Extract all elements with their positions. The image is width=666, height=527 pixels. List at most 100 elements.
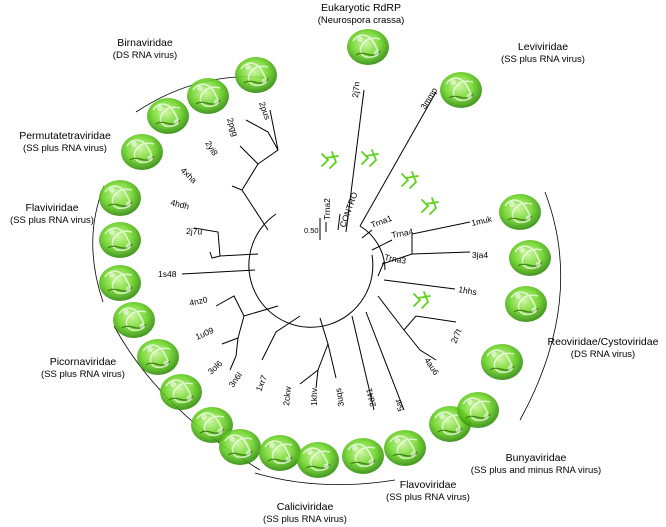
picornaviridae-structure-3 — [159, 373, 203, 411]
family-permutatetraviridae-sub: (SS plus RNA virus) — [23, 143, 107, 154]
branch-1hhs — [383, 279, 456, 290]
branch-2j7n — [345, 89, 365, 233]
leaf-4hdh: 4hdh — [170, 197, 191, 211]
branch-trna4 — [371, 239, 393, 251]
family-bunyaviridae-sub: (SS plus and minus RNA virus) — [471, 465, 601, 476]
branch-contro — [337, 213, 341, 231]
reoviridae-structure-2 — [508, 239, 552, 277]
control-structure-5 — [413, 291, 431, 309]
scale-label: 0.50 — [304, 226, 319, 235]
control-structure-4 — [421, 197, 439, 215]
leaf-2ckw: 2ckw — [281, 385, 293, 406]
reoviridae-structure-4 — [480, 343, 524, 381]
leaf-3mmp: 3mmp — [418, 86, 439, 112]
arc-caliciviridae — [254, 472, 396, 486]
branch-1s48 — [181, 269, 256, 275]
leaf-3uqs: 3uqs — [333, 387, 346, 407]
flavoviridae-structure-2 — [383, 429, 427, 467]
branch-3mmp — [359, 91, 437, 227]
family-flaviviridae-sub: (SS plus RNA virus) — [10, 215, 94, 226]
leaf-5ar: 5ar — [392, 398, 406, 413]
leaf-3ja4: 3ja4 — [472, 250, 488, 260]
control-structure-3 — [401, 171, 419, 189]
leaf-3ol6: 3ol6 — [206, 358, 225, 376]
family-caliciviridae-name: Caliciviridae — [277, 501, 334, 513]
leaf-2yi8: 2yi8 — [203, 139, 220, 158]
family-picornaviridae-sub: (SS plus RNA virus) — [41, 369, 125, 380]
leaf-1muk: 1muk — [470, 214, 493, 228]
picornaviridae-structure-1 — [112, 301, 156, 339]
family-flavoviridae-sub: (SS plus RNA virus) — [386, 492, 470, 503]
caliciviridae-structure-3 — [296, 441, 340, 479]
family-reoviridae-name: Reoviridae/Cystoviridae — [548, 336, 659, 348]
control-structure-1 — [321, 151, 339, 169]
family-leviviridae-sub: (SS plus RNA virus) — [501, 54, 585, 65]
reoviridae-structure-3 — [504, 285, 548, 323]
leaf-2pgg: 2pgg — [225, 117, 240, 138]
leaf-1khv: 1khv — [309, 387, 319, 406]
leaf-2j7u: 2j7u — [186, 226, 203, 237]
leaf-2d41: 2d41 — [364, 387, 378, 408]
caliciviridae-structure-2 — [258, 434, 302, 472]
family-flaviviridae-name: Flaviviridae — [25, 202, 78, 214]
leaf-trna3: Trna3 — [384, 252, 408, 266]
permutatetraviridae-structure — [120, 133, 164, 171]
branch-5ar — [365, 311, 405, 411]
leaf-2r7t: 2r7t — [449, 327, 464, 345]
branch-1xr7 — [261, 315, 301, 361]
arc-reoviridae — [519, 191, 562, 421]
leaf-4xha: 4xha — [179, 165, 199, 185]
branch-trna1 — [361, 229, 373, 239]
leaf-1hhs: 1hhs — [458, 284, 478, 297]
caliciviridae-structure-1 — [218, 428, 262, 466]
flaviviridae-structure-3 — [98, 264, 142, 302]
branch-2d41 — [351, 315, 375, 411]
branch-birna-clade — [231, 109, 279, 231]
eukaryotic-structure — [346, 28, 390, 66]
leaf-contro: CONTRO — [337, 190, 359, 228]
family-picornaviridae-name: Picornaviridae — [50, 356, 117, 368]
flavoviridae-structure-1 — [341, 437, 385, 475]
family-leviviridae-name: Leviviridae — [518, 41, 568, 53]
family-birnaviridae-sub: (DS RNA virus) — [113, 50, 177, 61]
branch-bunya-clade — [377, 295, 457, 361]
family-caliciviridae-sub: (SS plus RNA virus) — [263, 514, 347, 525]
family-flavoviridae-name: Flavoviridae — [400, 479, 457, 491]
tree-root-ring — [248, 213, 374, 328]
reoviridae-structure-5 — [456, 391, 500, 429]
leaf-trna4: Trna4 — [391, 226, 415, 240]
family-birnaviridae-name: Birnaviridae — [117, 37, 173, 49]
family-eukaryotic-sub: (Neurospora crassa) — [318, 15, 405, 26]
branch-picorna-clade — [215, 295, 279, 371]
branch-flavi-clade — [193, 227, 259, 259]
branch-reo-clade — [381, 221, 471, 265]
flaviviridae-structure-2 — [98, 221, 142, 259]
leviviridae-structure — [439, 71, 483, 109]
picornaviridae-structure-2 — [136, 338, 180, 376]
family-bunyaviridae-name: Bunyaviridae — [506, 452, 567, 464]
birnaviridae-structure-1 — [234, 56, 278, 94]
leaf-trna1: Trna1 — [369, 213, 393, 230]
leaf-1u09: 1u09 — [194, 325, 216, 342]
leaf-2j7n: 2j7n — [350, 81, 362, 98]
leaf-3n6l: 3n6l — [227, 370, 245, 389]
family-permutatetraviridae-name: Permutatetraviridae — [19, 130, 111, 142]
flaviviridae-structure-1 — [98, 179, 142, 217]
leaf-1s48: 1s48 — [158, 269, 177, 279]
birnaviridae-structure-2 — [186, 77, 230, 115]
control-structure-2 — [361, 149, 379, 167]
family-eukaryotic-name: Eukaryotic RdRP — [321, 2, 401, 14]
leaf-trna2: Trna2 — [322, 198, 332, 220]
reoviridae-structure-1 — [498, 193, 542, 231]
tree-inner-ring — [359, 225, 386, 271]
leaf-2pus: 2pus — [257, 100, 273, 121]
leaf-4au6: 4au6 — [422, 356, 441, 377]
leaf-4nz0: 4nz0 — [188, 294, 208, 308]
birnaviridae-structure-3 — [146, 97, 190, 135]
family-reoviridae-sub: (DS RNA virus) — [571, 349, 635, 360]
branch-calici-clade — [299, 317, 337, 389]
branch-trna3 — [377, 261, 385, 277]
leaf-1xr7: 1xr7 — [254, 373, 270, 392]
